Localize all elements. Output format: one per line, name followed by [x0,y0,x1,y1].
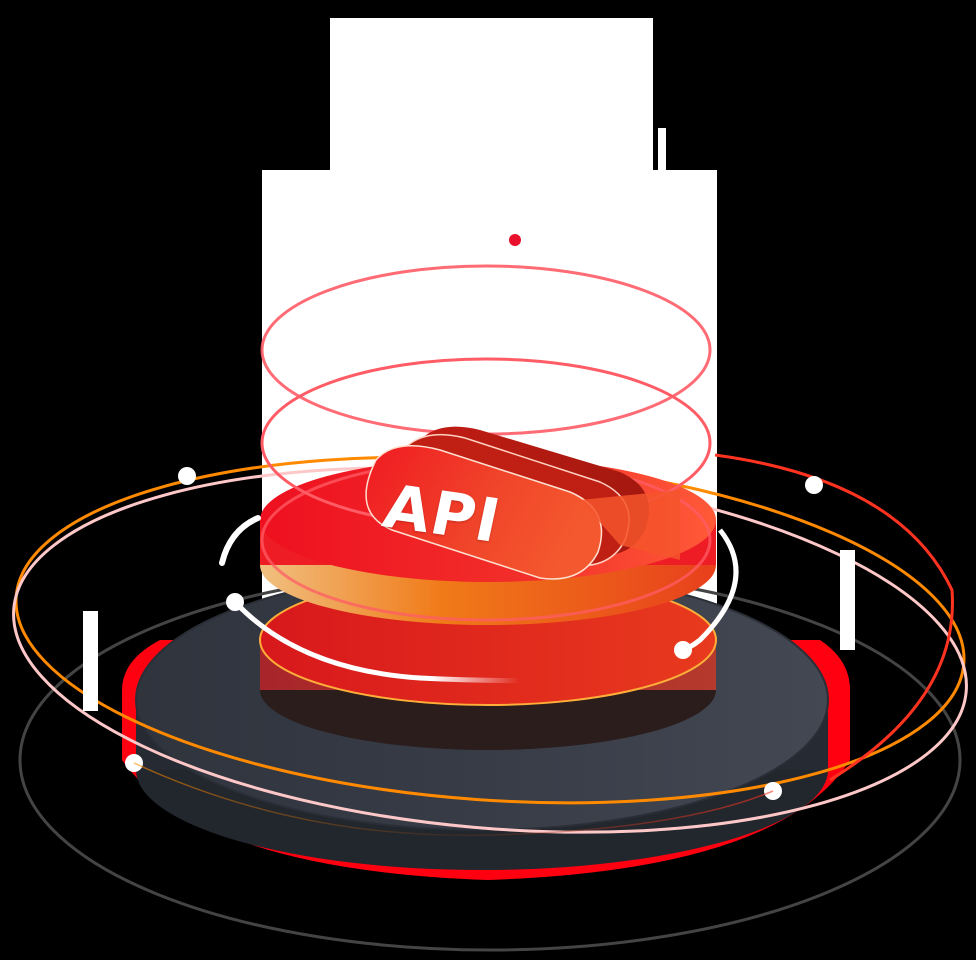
red-dot [509,234,521,246]
tick-left [83,611,98,711]
api-badge [365,426,680,580]
node-2 [805,476,823,494]
white-arc-left [219,515,261,566]
node-3 [226,593,244,611]
node-4 [674,641,692,659]
white-arc-front [234,601,591,684]
orbit-front-line [133,762,774,837]
node-1 [178,467,196,485]
tick-right [840,550,855,650]
